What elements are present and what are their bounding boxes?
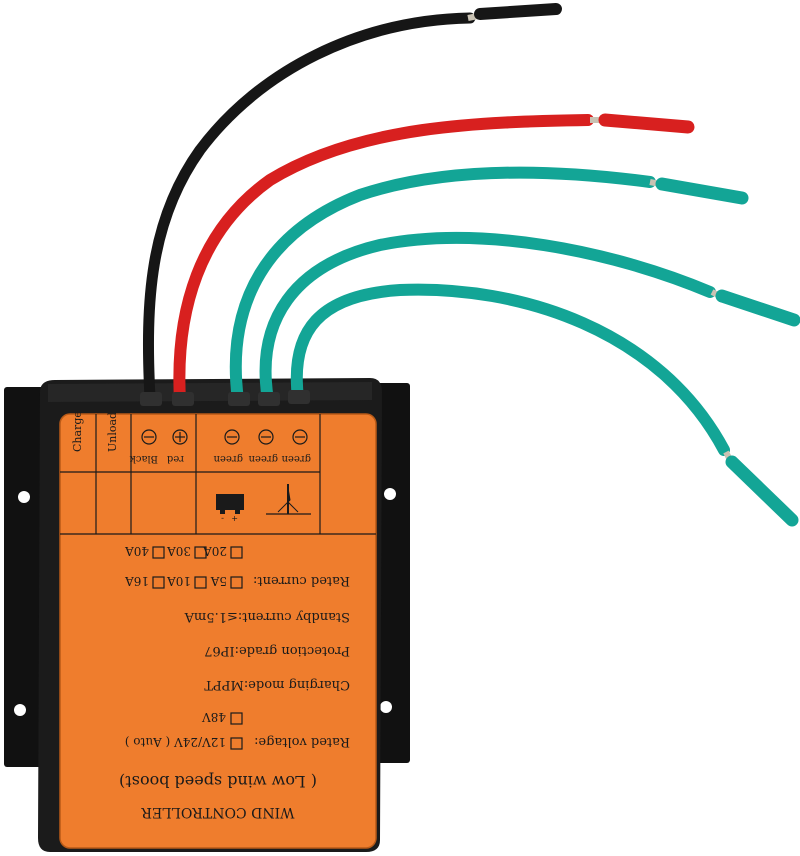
rated-voltage-option-48v: 48V <box>202 710 226 724</box>
checkbox-5a <box>230 576 243 589</box>
label-title: WIND CONTROLLER <box>141 804 294 820</box>
rated-current-30a: 30A <box>167 544 191 558</box>
checkbox-30a <box>194 546 207 559</box>
rated-voltage-option-12-24: 12V/24V ( Auto ) <box>125 735 226 749</box>
green-wire-3 <box>290 283 799 527</box>
rated-current-16a: 16A <box>125 574 149 588</box>
terminal-label-green-3: green <box>213 453 243 464</box>
terminal-label-red: red <box>166 453 184 464</box>
rated-current-20a: 20A <box>203 544 227 558</box>
charging-mode: Charging mode:MPPT <box>204 677 350 692</box>
wire-grommets <box>140 390 310 406</box>
battery-icon: + - <box>216 494 244 523</box>
left-mounting-flange <box>4 387 50 767</box>
standby-current: Standby current:≤1.5mA <box>184 609 350 624</box>
terminal-label-black: Black <box>129 453 158 464</box>
green-wire-2 <box>259 232 800 406</box>
red-wire <box>173 113 695 406</box>
green-wire-1 <box>229 166 749 406</box>
led-label-charge: Charge <box>71 411 84 452</box>
checkbox-48v <box>230 712 243 725</box>
rated-current-40a: 40A <box>125 544 149 558</box>
terminal-symbols <box>141 429 308 445</box>
black-wire <box>142 3 562 404</box>
checkbox-40a <box>152 546 165 559</box>
protection-grade: Protection grade:IP67 <box>204 643 350 658</box>
checkbox-20a <box>230 546 243 559</box>
rated-current-label: Rated current: <box>253 573 350 588</box>
terminal-label-green-2: green <box>248 453 278 464</box>
product-label: WIND CONTROLLER ( Low wind speed boost) … <box>59 411 377 849</box>
rated-current-5a: 5A <box>210 574 227 588</box>
checkbox-12v24v <box>230 737 243 750</box>
svg-text:-: - <box>221 514 224 523</box>
led-label-unload: Unload <box>106 412 119 452</box>
terminal-label-green-1: green <box>281 453 311 464</box>
wind-turbine-icon <box>266 484 311 515</box>
terminal-panel <box>60 414 376 535</box>
label-subtitle: ( Low wind speed boost) <box>119 772 317 791</box>
svg-text:+: + <box>231 514 238 523</box>
rated-current-10a: 10A <box>167 574 191 588</box>
rated-voltage-label: Rated voltage: <box>254 734 350 749</box>
checkbox-10a <box>194 576 207 589</box>
checkbox-16a <box>152 576 165 589</box>
